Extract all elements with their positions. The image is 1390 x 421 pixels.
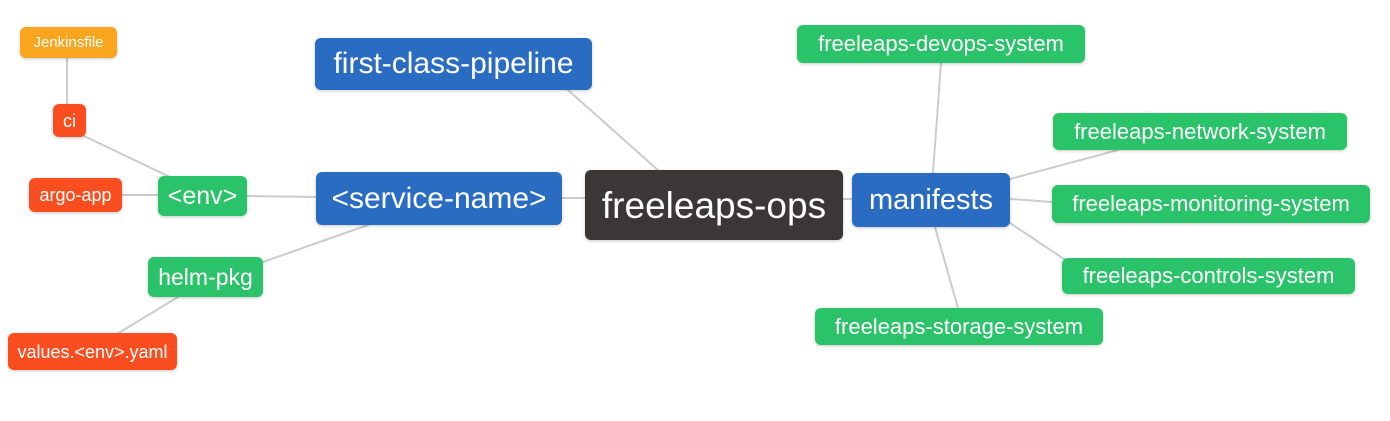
edge-ci-env [83, 135, 171, 178]
node-jenkinsfile[interactable]: Jenkinsfile [20, 27, 117, 58]
node-freeleaps-network-system[interactable]: freeleaps-network-system [1053, 113, 1347, 150]
node-values-env-yaml[interactable]: values.<env>.yaml [8, 333, 177, 370]
node-freeleaps-controls-system[interactable]: freeleaps-controls-system [1062, 258, 1355, 294]
edge-env-service-name [246, 195, 317, 198]
node-ci[interactable]: ci [53, 104, 86, 137]
node-env[interactable]: <env> [158, 176, 247, 216]
node-helm-pkg[interactable]: helm-pkg [148, 257, 263, 297]
node-freeleaps-monitoring-system[interactable]: freeleaps-monitoring-system [1052, 185, 1370, 223]
edge-manifests-freeleaps-controls-system [1009, 222, 1068, 262]
node-first-class-pipeline[interactable]: first-class-pipeline [315, 38, 592, 90]
node-argo-app[interactable]: argo-app [29, 178, 122, 212]
node-service-name[interactable]: <service-name> [316, 172, 562, 225]
node-manifests[interactable]: manifests [852, 173, 1010, 227]
edge-helm-pkg-values-env-yaml [116, 296, 179, 335]
edge-service-name-helm-pkg [262, 224, 369, 263]
edge-manifests-freeleaps-monitoring-system [1009, 198, 1053, 203]
edge-first-class-pipeline-freeleaps-ops [567, 89, 660, 172]
edge-manifests-freeleaps-network-system [1009, 149, 1119, 180]
node-freeleaps-storage-system[interactable]: freeleaps-storage-system [815, 308, 1103, 345]
node-freeleaps-ops[interactable]: freeleaps-ops [585, 170, 843, 240]
edge-manifests-freeleaps-storage-system [934, 226, 959, 309]
edge-freeleaps-devops-system-manifests [932, 62, 942, 174]
node-freeleaps-devops-system[interactable]: freeleaps-devops-system [797, 25, 1085, 63]
